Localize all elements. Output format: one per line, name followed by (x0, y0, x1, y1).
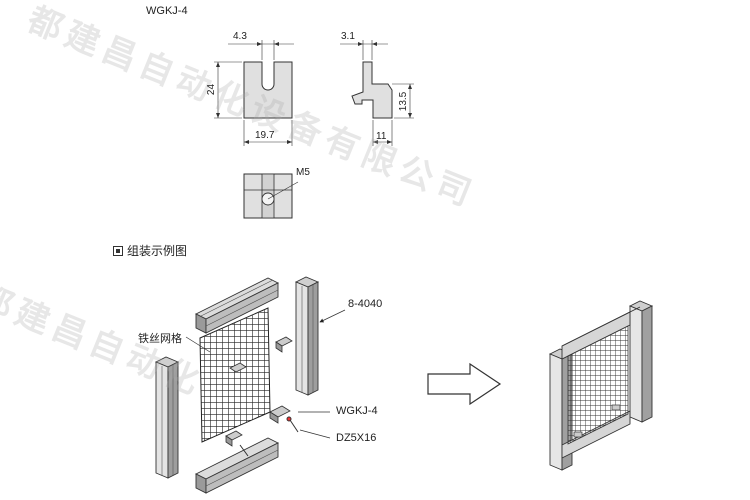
bottom-profile (194, 437, 280, 494)
screws (239, 416, 299, 457)
dim-height: 24 (206, 83, 218, 96)
right-profile (294, 276, 320, 396)
label-clip: WGKJ-4 (336, 405, 378, 417)
section-heading: 组装示例图 (113, 242, 187, 259)
dim-depth: 11 (376, 131, 387, 142)
dim-side-height: 13.5 (398, 91, 410, 112)
part-title: WGKJ-4 (146, 5, 188, 17)
clip-side-view (340, 40, 414, 146)
dim-hook: 3.1 (341, 31, 355, 42)
dim-width: 19.7 (255, 130, 275, 141)
clip-front-view (214, 40, 294, 146)
mesh-clip (225, 336, 293, 447)
exploded-assembly (154, 276, 346, 494)
label-mesh: 铁丝网格 (138, 333, 182, 345)
top-profile (194, 277, 280, 334)
assembly-arrow (427, 362, 502, 406)
square-bullet-icon (113, 245, 123, 256)
section-title: 组装示例图 (127, 244, 188, 258)
assembled-frame (548, 300, 654, 471)
dim-slot-width: 4.3 (233, 31, 247, 42)
clip-top-view (243, 173, 299, 219)
dim-thread: M5 (296, 167, 310, 178)
label-profile: 8-4040 (348, 298, 383, 310)
label-screw: DZ5X16 (336, 432, 377, 444)
left-profile (154, 356, 180, 479)
